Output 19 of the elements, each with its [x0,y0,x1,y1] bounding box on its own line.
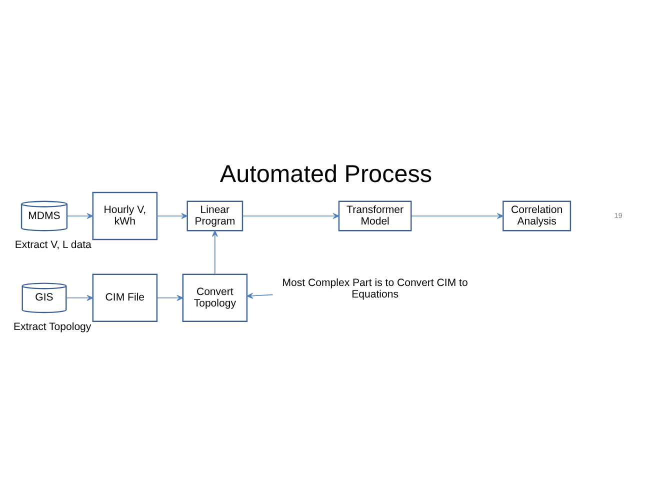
node-box: Linear Program [186,200,244,231]
arrow [156,212,188,218]
arrow [156,294,184,300]
arrow [246,292,274,298]
node-text: Most Complex Part is to Convert CIM to Equations [282,276,468,300]
node-label: Extract Topology [14,320,92,332]
label: 19 [614,210,622,220]
arrow [66,212,94,218]
node-box: CIM File [92,273,158,322]
arrow [242,212,340,218]
arrow [411,212,504,218]
node-label: Extract V, L data [14,238,92,250]
node-box: Convert Topology [182,273,248,322]
node-box: Hourly V, kWh [92,191,158,240]
arrow [66,294,94,300]
node-box: Transformer Model [338,200,412,231]
diagram-title: Automated Process [220,160,432,188]
arrow [212,230,218,274]
node-box: Correlation Analysis [502,200,572,231]
